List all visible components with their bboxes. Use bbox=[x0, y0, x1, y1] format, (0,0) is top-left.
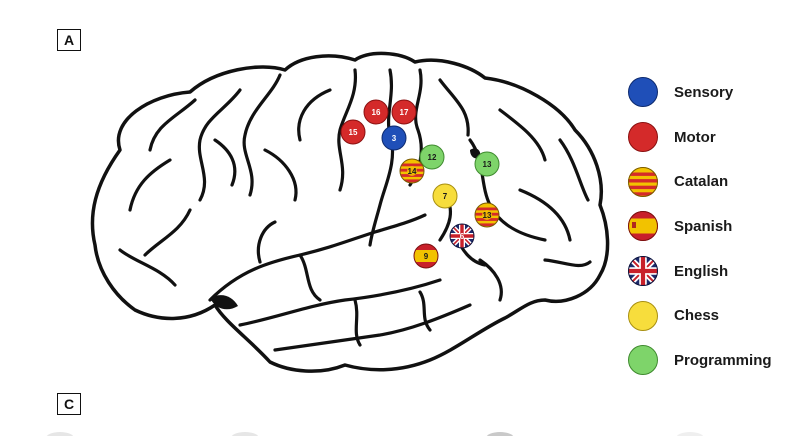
legend-item-spanish: Spanish bbox=[628, 204, 798, 249]
spanish-flag-circle-icon bbox=[628, 211, 658, 242]
next-panel-edge bbox=[46, 432, 704, 436]
legend-label: Motor bbox=[674, 128, 716, 146]
marker-motor: 17 bbox=[391, 99, 417, 125]
marker-number: 17 bbox=[400, 108, 409, 117]
marker-motor: 15 bbox=[340, 119, 366, 145]
marker-english: 6 bbox=[450, 224, 474, 248]
legend-item-motor: Motor bbox=[628, 115, 798, 160]
marker-number: 3 bbox=[392, 134, 397, 143]
marker-number: 15 bbox=[349, 128, 358, 137]
solid-yellow-circle-icon bbox=[628, 300, 658, 331]
marker-sensory: 3 bbox=[381, 125, 407, 151]
solid-green-circle-icon bbox=[628, 345, 658, 376]
legend-item-english: English bbox=[628, 249, 798, 294]
legend-label: English bbox=[674, 262, 729, 280]
legend-label: Sensory bbox=[674, 83, 734, 101]
legend-item-chess: Chess bbox=[628, 293, 798, 338]
legend-item-catalan: Catalan bbox=[628, 159, 798, 204]
marker-number: 6 bbox=[460, 232, 465, 241]
legend-label: Spanish bbox=[674, 217, 733, 235]
marker-catalan: 14 bbox=[399, 158, 425, 184]
marker-motor: 16 bbox=[363, 99, 389, 125]
legend-item-programming: Programming bbox=[628, 338, 798, 383]
marker-number: 9 bbox=[424, 252, 429, 261]
marker-number: 7 bbox=[443, 192, 448, 201]
panel-label-a: A bbox=[57, 29, 81, 51]
uk-flag-circle-icon bbox=[628, 256, 658, 287]
solid-red-circle-icon bbox=[628, 122, 658, 153]
legend-label: Catalan bbox=[674, 173, 729, 191]
marker-programming: 12 bbox=[419, 144, 445, 170]
marker-number: 16 bbox=[372, 108, 381, 117]
brain-folds bbox=[118, 68, 592, 352]
marker-programming: 13 bbox=[474, 151, 500, 177]
legend-label: Chess bbox=[674, 307, 720, 325]
marker-chess: 7 bbox=[432, 183, 458, 209]
brain-markers: 16 17 15 3 12 13 14 7 bbox=[340, 99, 500, 269]
legend: Sensory Motor Catalan Spanish English Ch… bbox=[628, 70, 798, 383]
marker-spanish: 9 bbox=[413, 243, 439, 269]
marker-number: 12 bbox=[428, 153, 437, 162]
legend-item-sensory: Sensory bbox=[628, 70, 798, 115]
marker-number: 13 bbox=[483, 160, 492, 169]
marker-number: 14 bbox=[408, 167, 417, 176]
sulcus-shadow bbox=[210, 295, 238, 310]
catalan-flag-circle-icon bbox=[628, 166, 658, 197]
marker-catalan: 13 bbox=[474, 202, 500, 228]
marker-number: 13 bbox=[483, 211, 492, 220]
panel-label-c: C bbox=[57, 393, 81, 415]
solid-blue-circle-icon bbox=[628, 77, 658, 108]
legend-label: Programming bbox=[674, 351, 772, 369]
